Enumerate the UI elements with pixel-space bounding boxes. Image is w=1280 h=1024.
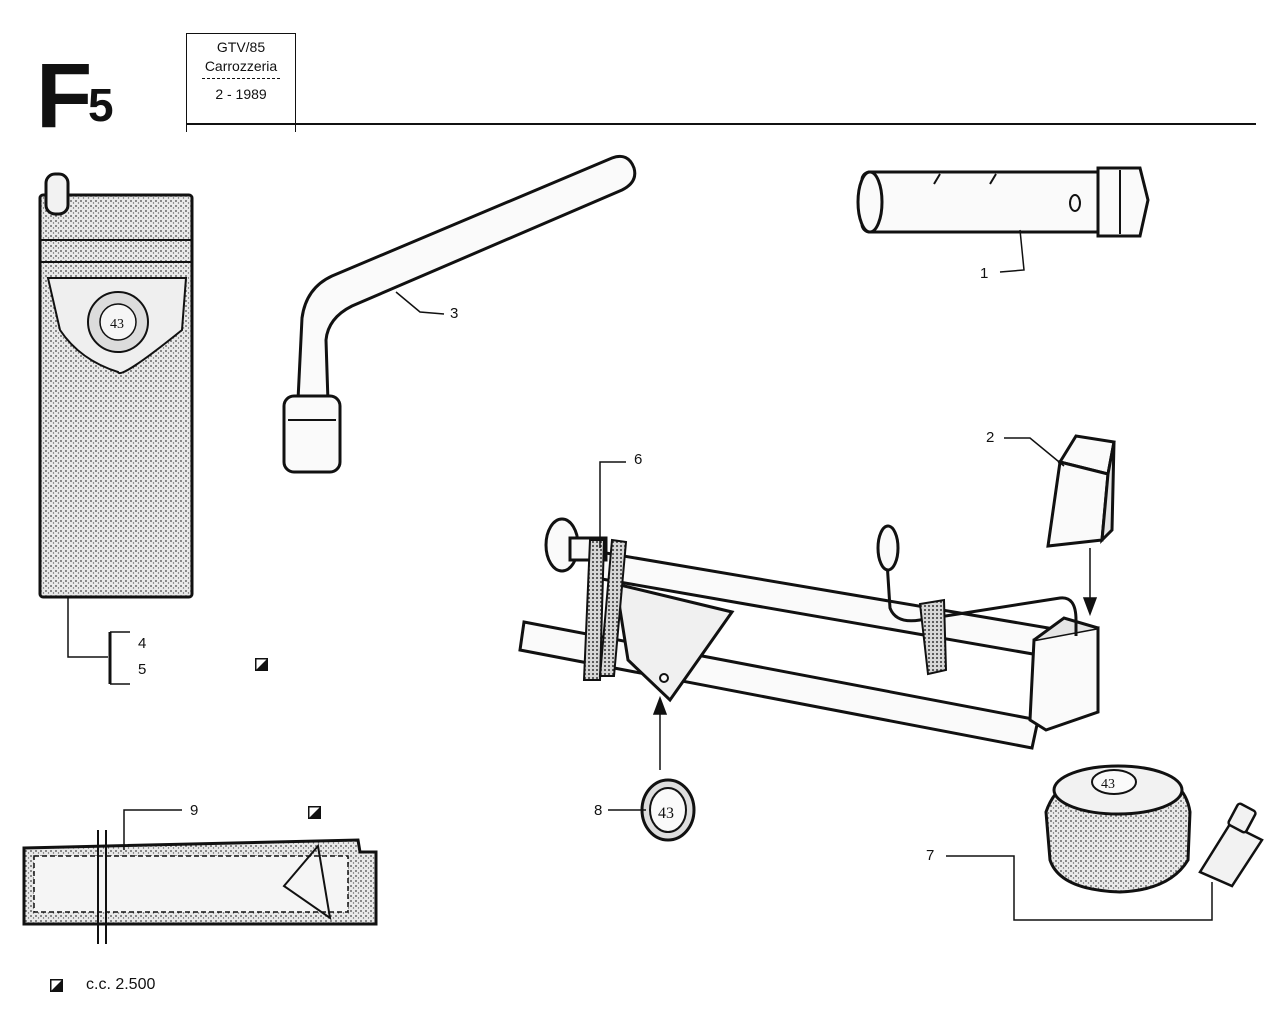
jack-base-block	[1046, 434, 1116, 548]
leader-9	[123, 809, 182, 850]
fuel-cap: 43	[1044, 764, 1192, 894]
tubular-spanner	[856, 166, 1150, 238]
callout-6: 6	[634, 451, 643, 468]
tray-strap	[97, 830, 107, 944]
section-number: 5	[88, 79, 114, 131]
date-label: 2 - 1989	[215, 86, 267, 102]
title-box: GTV/85 Carrozzeria 2 - 1989	[186, 33, 296, 132]
half-filled-square-icon	[308, 806, 321, 819]
header-rule	[186, 123, 1256, 125]
jack-straps	[582, 538, 948, 681]
callout-7: 7	[926, 847, 935, 864]
leader-6	[599, 461, 626, 548]
fuel-cap-key	[1198, 802, 1264, 888]
tool-bag: 43	[38, 172, 194, 599]
callout-3: 3	[450, 305, 459, 322]
callout-4: 4	[138, 635, 147, 652]
callout-2: 2	[986, 429, 995, 446]
svg-text:43: 43	[1101, 777, 1115, 792]
svg-text:43: 43	[110, 317, 124, 332]
leader-3	[395, 291, 445, 315]
leader-2	[1004, 437, 1065, 467]
half-filled-square-icon	[255, 658, 268, 671]
leader-1	[999, 229, 1025, 273]
legend-half-filled-square-icon	[50, 979, 63, 992]
arrow-8	[652, 695, 668, 770]
wheel-brace	[282, 154, 637, 474]
hub-cap-badge: 43	[640, 778, 696, 842]
callout-5: 5	[138, 661, 147, 678]
group-label: Carrozzeria	[204, 58, 278, 74]
callout-9: 9	[190, 802, 199, 819]
title-separator	[202, 78, 280, 85]
bag-leader	[67, 597, 130, 685]
callout-8: 8	[594, 802, 603, 819]
model-label: GTV/85	[216, 39, 266, 55]
leader-7	[946, 855, 1213, 921]
section-letter: F	[36, 45, 92, 147]
legend-text: c.c. 2.500	[86, 976, 156, 993]
arrow-2	[1082, 548, 1098, 617]
callout-1: 1	[980, 265, 989, 282]
tool-tray	[22, 838, 378, 926]
svg-text:43: 43	[658, 805, 674, 822]
